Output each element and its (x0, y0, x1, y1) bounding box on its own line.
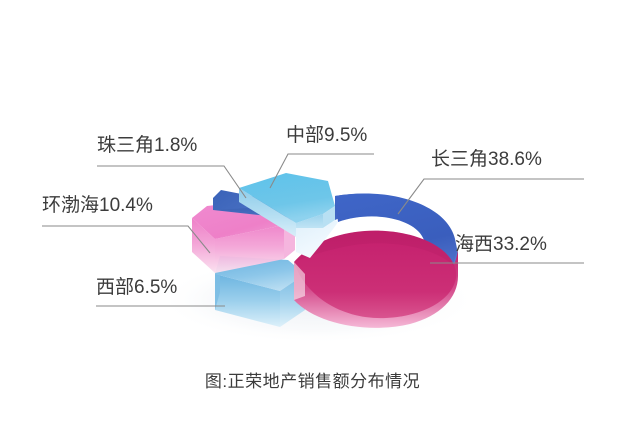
leader-line-zhongbu (269, 153, 374, 189)
pie-inner-hole (294, 220, 338, 300)
slice-label-zhusanjiao: 珠三角1.8% (97, 135, 198, 156)
leader-line-zhusanjiao (97, 165, 247, 199)
slice-label-changsanjiao: 长三角38.6% (431, 149, 542, 170)
slice-label-xibu: 西部6.5% (96, 277, 178, 298)
figure-caption: 图:正荣地产销售额分布情况 (204, 372, 421, 391)
leader-line-changsanjiao (397, 178, 584, 215)
pie-slice-zhongbu (239, 173, 335, 237)
slice-label-zhongbu: 中部9.5% (286, 125, 368, 146)
slice-label-haixi: 海西33.2% (455, 234, 547, 255)
pie-slice-haixi (294, 230, 458, 328)
slice-label-huanbohai: 环渤海10.4% (42, 195, 153, 216)
leader-line-huanbohai (42, 225, 211, 254)
